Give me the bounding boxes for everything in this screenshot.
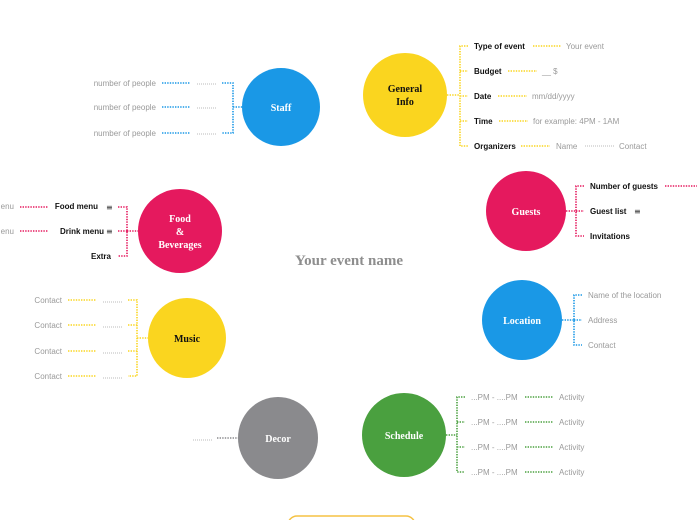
- food-label: Food: [169, 214, 191, 225]
- central-topic[interactable]: Your event name: [295, 253, 403, 269]
- drink-menu[interactable]: Drink menu: [60, 227, 104, 236]
- general-info-branch: Type of event Your event Budget __ $ Dat…: [363, 42, 647, 151]
- music-contact[interactable]: Contact: [34, 296, 62, 305]
- location-contact[interactable]: Contact: [588, 341, 616, 350]
- date-label[interactable]: Date: [474, 92, 492, 101]
- time-label[interactable]: Time: [474, 117, 493, 126]
- list-icon[interactable]: ≡: [634, 207, 641, 216]
- schedule-time[interactable]: ...PM - ....PM: [471, 393, 518, 402]
- schedule-activity[interactable]: Activity: [559, 443, 584, 452]
- staff-label: Staff: [271, 103, 292, 114]
- decor-label: Decor: [265, 434, 291, 445]
- guests-node[interactable]: [486, 171, 566, 251]
- number-of-guests[interactable]: Number of guests: [590, 182, 659, 191]
- time-value[interactable]: for example: 4PM - 1AM: [533, 117, 620, 126]
- list-icon[interactable]: ≡: [106, 227, 113, 236]
- type-of-event-value[interactable]: Your event: [566, 42, 605, 51]
- staff-item[interactable]: number of people: [94, 103, 157, 112]
- schedule-time[interactable]: ...PM - ....PM: [471, 443, 518, 452]
- food-node[interactable]: [138, 189, 222, 273]
- schedule-time[interactable]: ...PM - ....PM: [471, 468, 518, 477]
- date-value[interactable]: mm/dd/yyyy: [532, 92, 575, 101]
- food-menu-value[interactable]: enu: [1, 202, 14, 211]
- schedule-time[interactable]: ...PM - ....PM: [471, 418, 518, 427]
- location-address[interactable]: Address: [588, 316, 617, 325]
- location-name[interactable]: Name of the location: [588, 291, 661, 300]
- decor-branch: Decor: [193, 397, 318, 479]
- organizer-name[interactable]: Name: [556, 142, 578, 151]
- staff-node[interactable]: [242, 68, 320, 146]
- schedule-activity[interactable]: Activity: [559, 418, 584, 427]
- location-label: Location: [503, 316, 541, 327]
- food-label: Beverages: [158, 240, 201, 251]
- schedule-activity[interactable]: Activity: [559, 468, 584, 477]
- schedule-activity[interactable]: Activity: [559, 393, 584, 402]
- schedule-node[interactable]: [362, 393, 446, 477]
- staff-item[interactable]: number of people: [94, 129, 157, 138]
- staff-branch: number of people number of people number…: [94, 68, 320, 146]
- invitations[interactable]: Invitations: [590, 232, 631, 241]
- budget-label[interactable]: Budget: [474, 67, 502, 76]
- budget-value[interactable]: __ $: [541, 67, 558, 76]
- music-contact[interactable]: Contact: [34, 347, 62, 356]
- music-branch: Contact Contact Contact Contact Music: [34, 296, 226, 381]
- general-info-label: General: [388, 84, 423, 95]
- general-info-node[interactable]: [363, 53, 447, 137]
- drink-menu-value[interactable]: enu: [1, 227, 14, 236]
- location-branch: Name of the location Address Contact Loc…: [482, 280, 661, 360]
- guest-list[interactable]: Guest list: [590, 207, 627, 216]
- decor-node[interactable]: [238, 397, 318, 479]
- food-menu[interactable]: Food menu: [55, 202, 98, 211]
- music-contact[interactable]: Contact: [34, 372, 62, 381]
- general-info-label: Info: [396, 97, 414, 108]
- location-node[interactable]: [482, 280, 562, 360]
- organizers-label[interactable]: Organizers: [474, 142, 516, 151]
- schedule-label: Schedule: [385, 431, 424, 442]
- music-label: Music: [174, 334, 201, 345]
- schedule-branch: ...PM - ....PM Activity ...PM - ....PM A…: [362, 393, 584, 477]
- list-icon[interactable]: ≡: [106, 203, 113, 212]
- extra[interactable]: Extra: [91, 252, 112, 261]
- food-label: &: [176, 227, 184, 238]
- food-branch: ≡ ≡ Food menu Drink menu enu enu Extra F…: [1, 189, 222, 273]
- organizer-contact[interactable]: Contact: [619, 142, 647, 151]
- type-of-event-label[interactable]: Type of event: [474, 42, 525, 51]
- staff-item[interactable]: number of people: [94, 79, 157, 88]
- guests-label: Guests: [512, 207, 541, 218]
- music-contact[interactable]: Contact: [34, 321, 62, 330]
- guests-branch: Number of guests Guest list ≡ Invitation…: [486, 171, 697, 251]
- bottom-node[interactable]: [288, 515, 415, 520]
- music-node[interactable]: [148, 298, 226, 378]
